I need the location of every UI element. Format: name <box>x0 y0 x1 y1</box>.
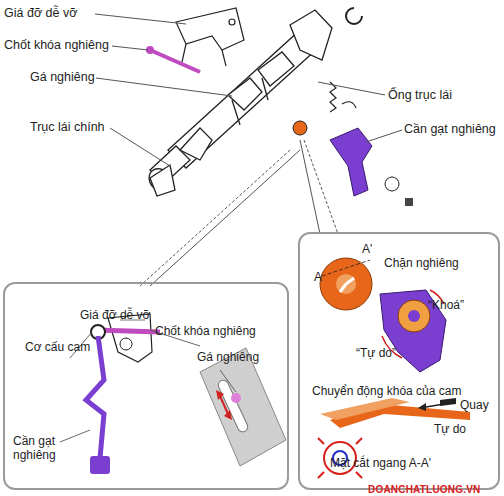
part-label: Cần gạt nghiêng <box>404 122 496 137</box>
tilt-stopper-detail <box>320 258 446 372</box>
section-mark: A <box>314 270 322 284</box>
part-label: Chốt khóa nghiêng <box>4 38 109 53</box>
bracket-slot-label: Gá nghiêng <box>197 350 259 364</box>
tilt-bracket-slot <box>200 348 286 466</box>
lever-label: Cần gạt nghiêng <box>13 434 75 462</box>
tilt-lock-bolt <box>146 46 200 72</box>
part-label: Ống trục lái <box>388 88 452 103</box>
leader-lines <box>95 14 402 286</box>
section-mark: A' <box>362 242 372 256</box>
inset-panel: A' A Chặn nghiêng “Khoá” “Tự do” Chuyển động … <box>298 232 500 490</box>
tilt-stopper <box>293 121 307 135</box>
lock-label: “Khoá” <box>428 298 464 312</box>
free-label: Tự do <box>434 422 466 436</box>
free-label: “Tự do” <box>356 346 396 360</box>
part-label: Gá nghiêng <box>30 70 95 85</box>
spring <box>330 82 336 112</box>
motion-title: Chuyển động khóa của cam <box>312 384 461 398</box>
cam-mechanism <box>86 314 160 474</box>
cam-label: Cơ cấu cam <box>25 340 90 354</box>
section-label: Mặt cắt ngang A-A' <box>330 456 431 470</box>
tilt-lever <box>330 128 413 206</box>
stopper-label: Chặn nghiêng <box>384 256 459 270</box>
part-label: Giá đỡ dễ vỡ <box>4 6 77 21</box>
bracket-label: Giá đỡ dễ vỡ <box>80 308 150 322</box>
rotate-label: Quay <box>460 398 489 412</box>
bolt-label: Chốt khóa nghiêng <box>155 324 256 338</box>
inset-panel: Giá đỡ dễ vỡ Cơ cấu cam Chốt khóa nghiêngG… <box>3 282 289 490</box>
part-label: Trục lái chính <box>30 120 105 135</box>
breakaway-bracket <box>176 8 244 66</box>
watermark: DOANCHATLUONG.VN <box>368 482 480 496</box>
